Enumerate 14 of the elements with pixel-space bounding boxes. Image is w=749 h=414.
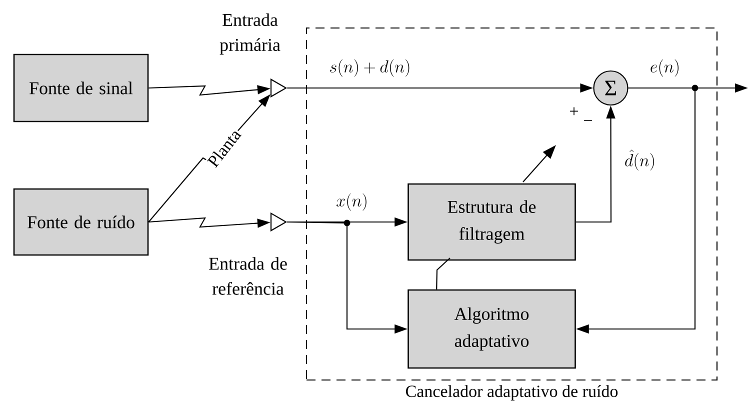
algorithm-box: Algoritmo adaptativo	[408, 289, 576, 369]
input-label: Entrada primária	[220, 13, 280, 55]
sign-label: +	[570, 107, 578, 116]
edge-label: $\hat{d}(n)$	[623, 148, 657, 172]
sign-label: −	[584, 120, 592, 121]
boundary-caption: Cancelador adaptativo de ruído	[406, 385, 618, 401]
input-label: Entrada de referência	[209, 257, 287, 295]
edge-label: $s(n)+d(n)$	[328, 58, 412, 78]
source-box: Fonte de ruído	[13, 188, 149, 256]
edge-label: $x(n)$	[335, 192, 369, 212]
edge-label: $e(n)$	[648, 58, 682, 78]
source-box: Fonte de sinal	[13, 54, 149, 122]
summing-junction: Σ	[593, 70, 628, 106]
filter-box: Estrutura de filtragem	[408, 183, 576, 261]
